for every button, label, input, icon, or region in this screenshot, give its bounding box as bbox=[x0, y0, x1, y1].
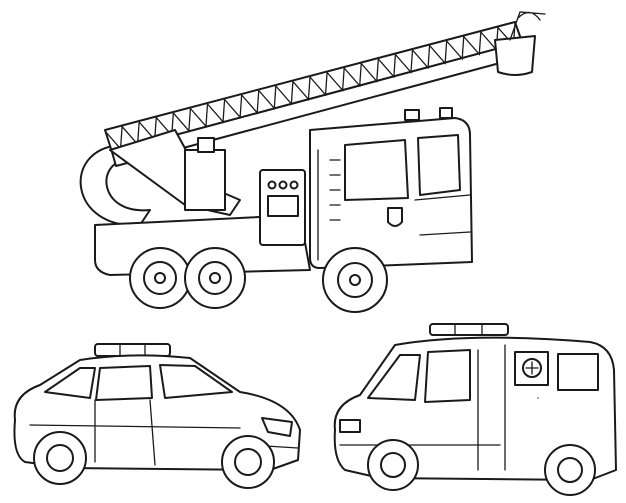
police-car-side-window bbox=[95, 365, 153, 401]
police-car-rear-window bbox=[44, 367, 96, 399]
cab-side-window bbox=[344, 139, 409, 201]
ambulance-windshield bbox=[367, 354, 421, 401]
turret-cap bbox=[197, 137, 215, 153]
beacon bbox=[439, 107, 453, 119]
police-car bbox=[13, 343, 301, 489]
panel-display bbox=[267, 195, 299, 217]
ambulance-back-window bbox=[557, 353, 599, 391]
ambulance bbox=[333, 323, 617, 496]
turret bbox=[184, 149, 226, 211]
cab-front-window bbox=[417, 134, 461, 196]
police-car-windshield bbox=[159, 364, 233, 399]
bucket-nozzle bbox=[509, 11, 546, 41]
fire-truck-wheels bbox=[129, 247, 388, 313]
ambulance-side-window bbox=[424, 349, 471, 403]
shield-emblem bbox=[387, 207, 403, 227]
fire-truck bbox=[79, 11, 546, 313]
ladder-bucket bbox=[494, 35, 536, 76]
police-light-bar bbox=[94, 343, 171, 357]
beacon bbox=[404, 109, 420, 121]
ambulance-headlight bbox=[339, 419, 361, 433]
ambulance-light-bar bbox=[429, 323, 509, 336]
police-car-headlight bbox=[261, 417, 293, 437]
